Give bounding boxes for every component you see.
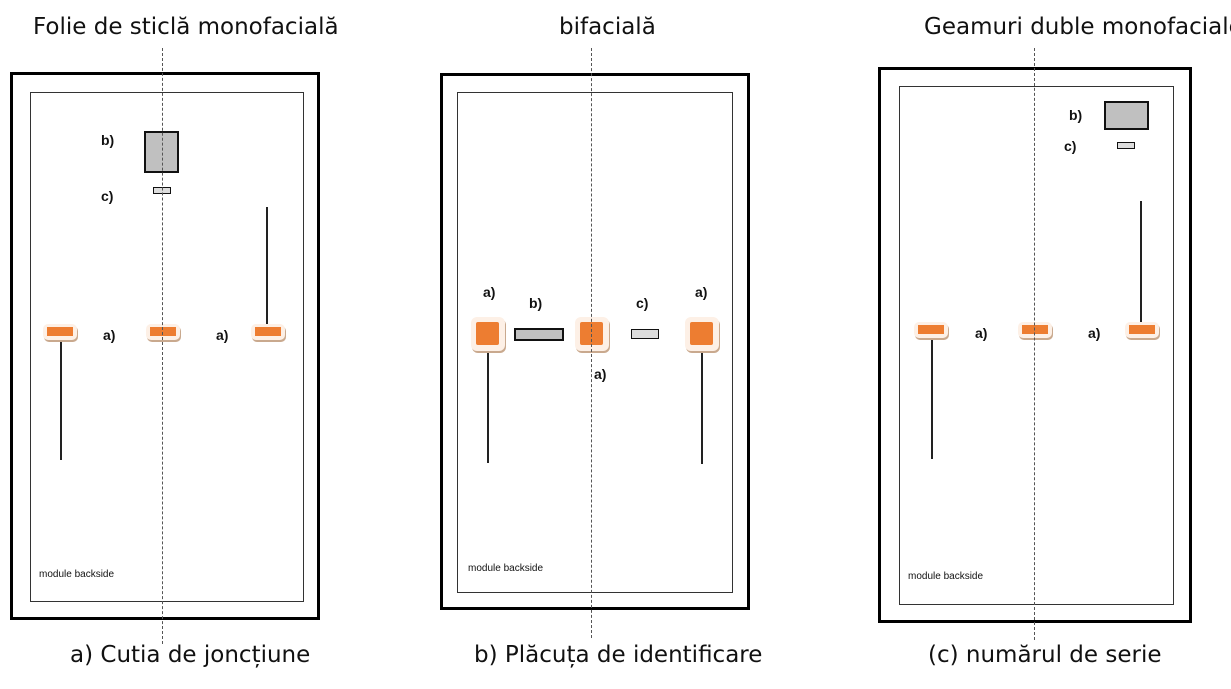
module-backside-label: module backside	[468, 563, 544, 574]
serial-number	[1117, 142, 1135, 149]
panel-title-middle: bifacială	[559, 14, 656, 40]
nameplate	[1104, 101, 1149, 130]
junction-box	[1018, 322, 1052, 338]
panel-title-right: Geamuri duble monofaciale	[924, 14, 1231, 40]
junction-box-label: a)	[216, 327, 229, 343]
nameplate	[144, 131, 179, 173]
junction-box	[1125, 322, 1159, 338]
junction-box	[685, 317, 719, 351]
junction-box	[43, 324, 77, 340]
module-inner-left	[30, 92, 304, 602]
cable	[60, 340, 62, 460]
caption-serial-number: (c) numărul de serie	[928, 642, 1162, 668]
cable	[487, 350, 489, 463]
junction-box	[146, 324, 180, 340]
cable	[1140, 201, 1142, 326]
module-inner-right	[899, 86, 1174, 605]
serial-number	[631, 329, 659, 339]
junction-box-label: a)	[483, 284, 496, 300]
caption-nameplate: b) Plăcuța de identificare	[474, 642, 763, 668]
nameplate-label: b)	[101, 132, 115, 148]
junction-box	[914, 322, 948, 338]
module-backside-label: module backside	[908, 571, 984, 582]
nameplate-label: b)	[529, 295, 543, 311]
junction-box	[251, 324, 285, 340]
nameplate-label: b)	[1069, 107, 1083, 123]
nameplate	[514, 328, 564, 341]
junction-box-label: a)	[975, 325, 988, 341]
cable	[931, 340, 933, 459]
junction-box-label: a)	[695, 284, 708, 300]
cable	[266, 207, 268, 332]
junction-box	[471, 317, 505, 351]
junction-box-label: a)	[594, 366, 607, 382]
module-frame-right	[878, 67, 1192, 623]
serial-number-label: c)	[1064, 138, 1077, 154]
panel-title-left: Folie de sticlă monofacială	[33, 14, 339, 40]
serial-number-label: c)	[636, 295, 649, 311]
cable	[701, 350, 703, 464]
center-axis-left	[162, 48, 163, 644]
center-axis-right	[1034, 48, 1035, 640]
junction-box-label: a)	[103, 327, 116, 343]
module-backside-label: module backside	[39, 569, 115, 580]
junction-box	[575, 317, 609, 351]
center-axis-middle	[591, 48, 592, 638]
junction-box-label: a)	[1088, 325, 1101, 341]
caption-junction-box: a) Cutia de joncțiune	[70, 642, 311, 668]
serial-number-label: c)	[101, 188, 114, 204]
module-inner-middle	[457, 92, 733, 593]
